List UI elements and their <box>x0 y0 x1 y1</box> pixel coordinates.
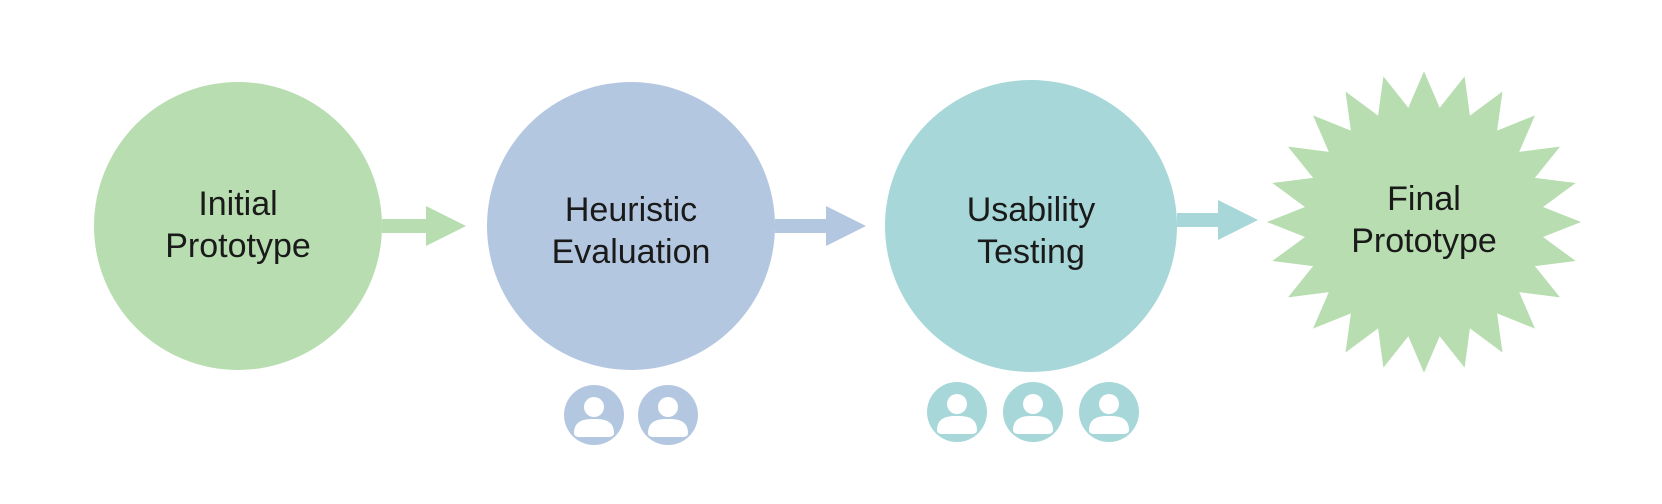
node-circle-usability <box>885 80 1177 372</box>
user-icon <box>564 385 624 445</box>
arrow-usability-to-final <box>1177 200 1258 240</box>
node-label-initial-prototype: Initial Prototype <box>108 183 368 267</box>
node-label-usability-testing: Usability Testing <box>901 189 1161 273</box>
arrows-layer <box>382 200 1258 246</box>
node-label-final-prototype: Final Prototype <box>1294 178 1554 262</box>
user-icon <box>1079 382 1139 442</box>
user-icon <box>927 382 987 442</box>
node-label-line: Heuristic <box>564 191 698 229</box>
node-label-line: Usability <box>966 191 1096 229</box>
node-circle-heuristic <box>487 82 775 370</box>
node-label-line: Testing <box>977 233 1085 271</box>
node-label-heuristic-evaluation: Heuristic Evaluation <box>501 189 761 273</box>
node-label-line: Evaluation <box>551 233 711 271</box>
nodes-layer <box>94 71 1581 373</box>
participants-layer <box>564 382 1139 445</box>
user-icon <box>1003 382 1063 442</box>
arrow-heuristic-to-usability <box>775 206 866 246</box>
node-label-line: Final <box>1387 180 1461 218</box>
node-label-line: Initial <box>198 185 278 223</box>
node-circle-initial <box>94 82 382 370</box>
arrow-initial-to-heuristic <box>382 206 466 246</box>
user-icon <box>638 385 698 445</box>
node-label-line: Prototype <box>1351 222 1497 260</box>
node-label-line: Prototype <box>165 227 311 265</box>
node-starburst-final <box>1267 71 1581 373</box>
